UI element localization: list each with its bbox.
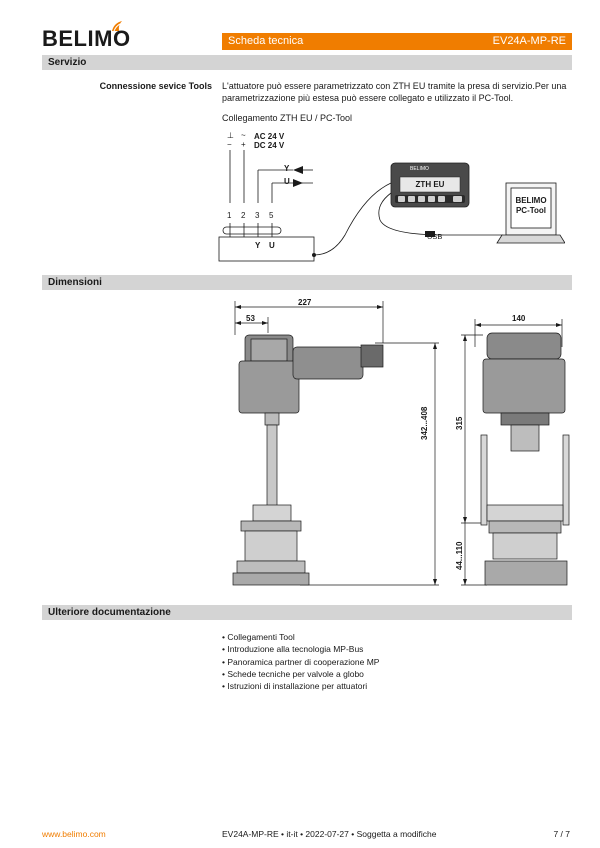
dim-side-height: 315	[455, 416, 464, 430]
dim-height-total: 342...408	[420, 406, 429, 440]
ac-label: AC 24 V	[254, 132, 285, 141]
box-u-label: U	[269, 241, 275, 250]
section-title: Ulteriore documentazione	[48, 607, 171, 618]
section-title: Servizio	[48, 57, 87, 68]
pc-line: BELIMO	[515, 196, 547, 205]
list-item: Schede tecniche per valvole a globo	[222, 668, 379, 680]
section-dimensioni: Dimensioni	[42, 275, 572, 290]
pc-line: PC-Tool	[515, 206, 547, 215]
wiring-caption: Collegamento ZTH EU / PC-Tool	[222, 113, 353, 123]
dimension-drawing	[232, 301, 570, 586]
wiring-diagram	[218, 150, 565, 262]
usb-label: USB	[427, 232, 443, 241]
dim-side-bottom: 44...110	[455, 541, 464, 570]
plus-symbol: +	[241, 140, 246, 149]
dc-label: DC 24 V	[254, 141, 285, 150]
paragraph-line: L'attuatore può essere parametrizzato co…	[222, 81, 567, 91]
dim-width-left: 53	[246, 314, 255, 323]
section-title: Dimensioni	[48, 277, 102, 288]
section-servizio: Servizio	[42, 55, 572, 70]
dim-width-total: 227	[298, 298, 312, 307]
list-item: Collegamenti Tool	[222, 631, 379, 643]
section-documentazione: Ulteriore documentazione	[42, 605, 572, 620]
pc-tool-label: BELIMO PC-Tool	[511, 196, 551, 216]
terminal-1: 1	[227, 211, 232, 220]
footer-website-link[interactable]: www.belimo.com	[42, 829, 106, 839]
documentation-list: Collegamenti Tool Introduzione alla tecn…	[222, 631, 379, 692]
terminal-5: 5	[269, 211, 274, 220]
dim-side-width: 140	[512, 314, 526, 323]
list-item: Panoramica partner di cooperazione MP	[222, 656, 379, 668]
service-tools-label: Connessione sevice Tools	[99, 81, 212, 91]
terminal-2: 2	[241, 211, 246, 220]
box-y-label: Y	[255, 241, 261, 250]
zth-device	[390, 162, 470, 208]
u-signal-label: U	[284, 177, 290, 186]
service-paragraph: L'attuatore può essere parametrizzato co…	[222, 80, 566, 104]
pc-laptop-icon	[496, 182, 565, 244]
paragraph-line: parametrizzazione più estesa può essere …	[222, 93, 514, 103]
zth-label: ZTH EU	[415, 180, 445, 189]
ground-symbol: ⊥	[227, 131, 234, 140]
product-code: EV24A-MP-RE	[492, 35, 566, 47]
zth-brand: BELIMO	[410, 166, 429, 172]
minus-symbol: −	[227, 140, 232, 149]
footer-page: 7 / 7	[553, 829, 570, 839]
terminal-3: 3	[255, 211, 260, 220]
y-signal-label: Y	[284, 164, 290, 173]
list-item: Istruzioni di installazione per attuator…	[222, 680, 379, 692]
logo-flame-icon	[112, 21, 122, 32]
footer-info: EV24A-MP-RE • it-it • 2022-07-27 • Sogge…	[222, 829, 437, 839]
list-item: Introduzione alla tecnologia MP-Bus	[222, 643, 379, 655]
belimo-logo: BELIMO	[42, 21, 131, 51]
doc-type: Scheda tecnica	[228, 35, 304, 47]
ac-symbol: ~	[241, 131, 246, 140]
header-bar: Scheda tecnica EV24A-MP-RE	[222, 33, 572, 50]
